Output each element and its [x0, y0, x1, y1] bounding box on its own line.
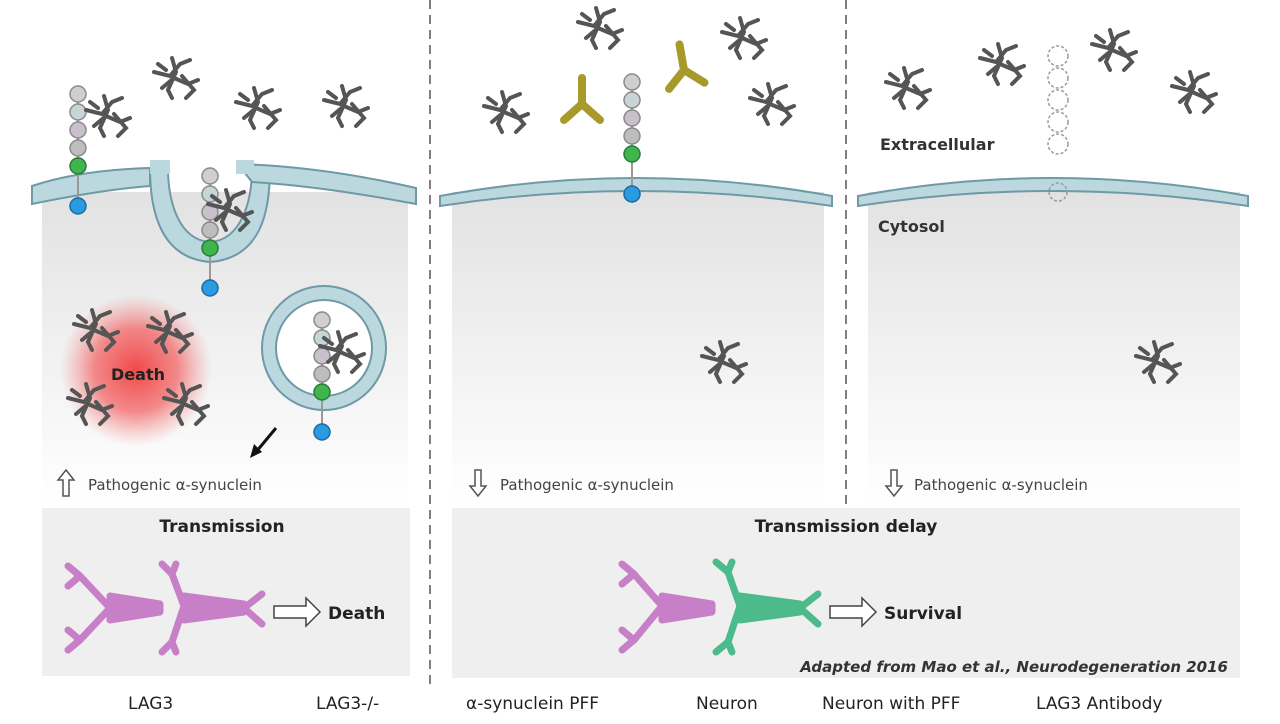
down-arrow-icon — [468, 469, 488, 498]
transmission-delay-box — [452, 508, 1240, 678]
up-arrow-icon — [56, 468, 76, 497]
neuron-with-pff — [64, 562, 164, 654]
alpha-synuclein-fibril — [234, 86, 282, 130]
alpha-synuclein-fibril — [152, 56, 200, 100]
membrane-right-segment — [235, 162, 417, 206]
down-arrow-icon — [884, 469, 904, 498]
legend-lag3-knockout: LAG3-/- — [316, 694, 379, 714]
alpha-synuclein-fibril — [720, 16, 768, 60]
alpha-synuclein-fibril — [482, 90, 530, 134]
hollow-right-arrow-icon — [829, 596, 878, 628]
legend-neuron: Neuron — [696, 694, 758, 714]
legend-pff: α-synuclein PFF — [466, 694, 599, 714]
lag3-antibody — [662, 41, 705, 89]
neuron-with-pff — [158, 560, 266, 656]
death-label: Death — [111, 365, 165, 384]
alpha-synuclein-fibril — [748, 82, 796, 126]
cytosol-area-middle — [452, 192, 824, 504]
citation: Adapted from Mao et al., Neurodegenerati… — [799, 658, 1228, 676]
transmission-box — [42, 508, 410, 676]
alpha-synuclein-fibril — [322, 84, 370, 128]
transmission-delay-result: Survival — [884, 604, 962, 624]
pathogenic-label-left: Pathogenic α-synuclein — [88, 476, 262, 494]
cytosol-label: Cytosol — [878, 217, 945, 236]
pathogenic-label-right: Pathogenic α-synuclein — [914, 476, 1088, 494]
transmission-delay-title: Transmission delay — [755, 517, 938, 537]
cytosol-area-right — [868, 192, 1240, 504]
alpha-synuclein-fibril — [1170, 70, 1218, 114]
transmission-result: Death — [328, 604, 385, 624]
alpha-synuclein-fibril — [1090, 28, 1138, 72]
hollow-right-arrow-icon — [273, 596, 322, 628]
legend-lag3: LAG3 — [128, 694, 173, 714]
black-arrow-icon — [250, 427, 278, 458]
alpha-synuclein-fibril — [884, 66, 932, 110]
pathogenic-label-middle: Pathogenic α-synuclein — [500, 476, 674, 494]
neuron-healthy — [712, 558, 822, 656]
extracellular-label: Extracellular — [880, 135, 995, 154]
membrane-middle — [439, 177, 833, 208]
alpha-synuclein-fibril — [978, 42, 1026, 86]
alpha-synuclein-fibril — [576, 6, 624, 50]
membrane-right — [857, 177, 1249, 208]
lag3-antibody — [564, 78, 600, 120]
lag3-knockout-ghost — [1047, 45, 1069, 202]
legend-neuron-with-pff: Neuron with PFF — [822, 694, 960, 714]
alpha-synuclein-fibril — [84, 94, 132, 138]
legend-lag3-antibody: LAG3 Antibody — [1036, 694, 1162, 714]
neuron-with-pff — [618, 560, 716, 654]
transmission-title: Transmission — [159, 517, 284, 537]
